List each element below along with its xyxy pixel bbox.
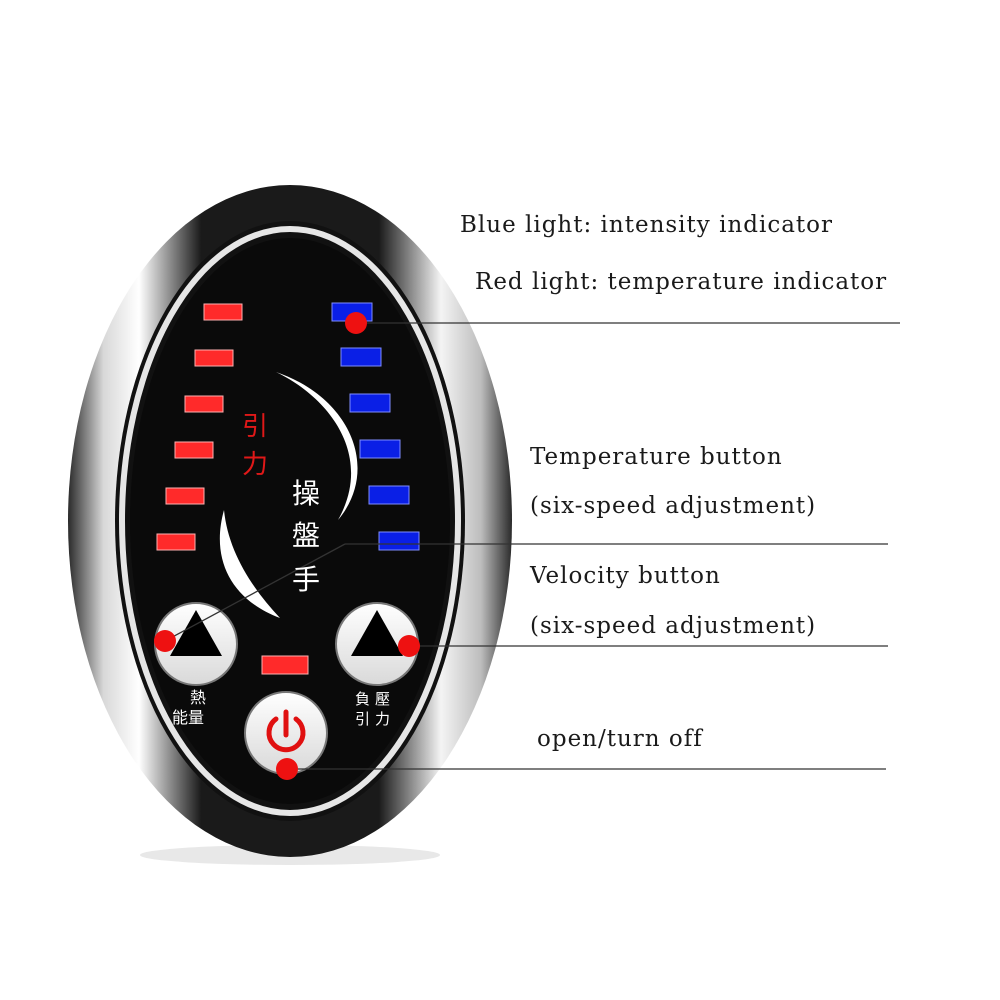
blue-led-2 [340,347,382,367]
callout-blue-light: Blue light: intensity indicator [460,212,834,238]
pressure-label-3: 壓 [375,690,391,708]
temperature-indicator [156,303,243,551]
brand-char-3: 手 [292,563,321,596]
pressure-label-2: 引 [355,710,371,728]
heat-label-1: 熱 [190,688,207,707]
red-led-4 [174,441,214,459]
velocity-button[interactable] [335,602,419,686]
callout-temperature-title: Temperature button [530,444,783,470]
callout-velocity-sub: (six-speed adjustment) [530,613,817,639]
up-triangle-icon [351,610,403,656]
pressure-label-4: 力 [375,710,391,728]
blue-led-5 [368,485,410,505]
intensity-indicator [331,302,420,551]
red-led-6 [156,533,196,551]
temperature-button[interactable] [154,602,238,686]
swoosh-lower [219,510,280,618]
brand-char-1: 操 [292,477,321,510]
red-led-2 [194,349,234,367]
red-led-1 [203,303,243,321]
yinli-char-1: 引 [242,412,269,442]
yinli-char-2: 力 [242,450,269,480]
marker-power-button [276,758,298,780]
heat-label-2: 能量 [172,708,205,727]
leader-line-temp-diag [164,543,346,642]
marker-velocity-button [398,635,420,657]
marker-indicator [345,312,367,334]
callout-velocity-title: Velocity button [530,563,721,589]
power-icon [266,716,306,753]
blue-led-6 [378,531,420,551]
red-led-3 [184,395,224,413]
marker-temperature-button [154,630,176,652]
silver-ring [119,226,461,816]
pressure-label-1: 負 [355,690,371,708]
blue-led-3 [349,393,391,413]
center-red-led [261,655,309,675]
callout-red-light: Red light: temperature indicator [475,269,888,295]
callout-temperature-sub: (six-speed adjustment) [530,493,817,519]
up-triangle-icon [170,610,222,656]
callout-power: open/turn off [537,726,703,752]
brand-char-2: 盤 [292,519,321,552]
red-led-5 [165,487,205,505]
blue-led-4 [359,439,401,459]
